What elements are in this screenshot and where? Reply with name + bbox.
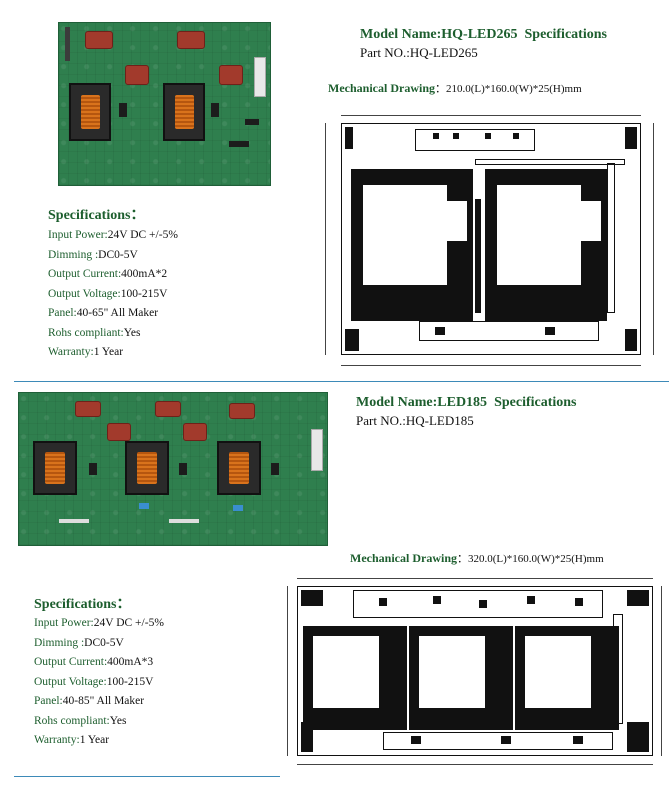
spec-row: Output Current:400mA*3 bbox=[34, 656, 154, 668]
part-number-1: Part NO.:HQ-LED265 bbox=[360, 45, 478, 60]
spec-list-1: Input Power:24V DC +/-5% Dimming :DC0-5V… bbox=[48, 226, 178, 363]
spec-heading-1: Specifications： bbox=[48, 208, 145, 223]
spec-row: Panel:40-85" All Maker bbox=[34, 695, 145, 707]
spec-row: Output Current:400mA*2 bbox=[48, 268, 168, 280]
spec-heading-2: Specifications： bbox=[34, 597, 131, 612]
spec-row: Dimming :DC0-5V bbox=[34, 636, 124, 649]
mechanical-drawing-caption-2: Mechanical Drawing：320.0(L)*160.0(W)*25(… bbox=[350, 551, 604, 565]
spec-row: Dimming :DC0-5V bbox=[48, 248, 138, 261]
mechanical-drawing-caption-1: Mechanical Drawing：210.0(L)*160.0(W)*25(… bbox=[328, 81, 582, 95]
spec-row: Output Voltage:100-215V bbox=[34, 675, 154, 688]
spec-row: Rohs compliant:Yes bbox=[48, 326, 141, 339]
section-divider bbox=[14, 381, 669, 382]
spec-row: Panel:40-65" All Maker bbox=[48, 307, 159, 319]
spec-row: Input Power:24V DC +/-5% bbox=[48, 229, 178, 241]
spec-row: Output Voltage:100-215V bbox=[48, 287, 168, 300]
spec-row: Rohs compliant:Yes bbox=[34, 714, 127, 727]
spec-row: Warranty:1 Year bbox=[34, 734, 110, 746]
pcb-photo-1 bbox=[58, 22, 271, 186]
mechanical-drawing-2 bbox=[283, 574, 665, 772]
part-number-2: Part NO.:HQ-LED185 bbox=[356, 413, 474, 428]
model-title-2: Model Name:LED185 Specifications bbox=[356, 395, 577, 410]
pcb-photo-2 bbox=[18, 392, 328, 546]
mechanical-drawing-1 bbox=[315, 103, 665, 373]
spec-list-2: Input Power:24V DC +/-5% Dimming :DC0-5V… bbox=[34, 614, 164, 751]
spec-row: Input Power:24V DC +/-5% bbox=[34, 617, 164, 629]
model-title-1: Model Name:HQ-LED265 Specifications bbox=[360, 27, 607, 42]
bottom-divider bbox=[14, 776, 280, 777]
spec-row: Warranty:1 Year bbox=[48, 346, 124, 358]
